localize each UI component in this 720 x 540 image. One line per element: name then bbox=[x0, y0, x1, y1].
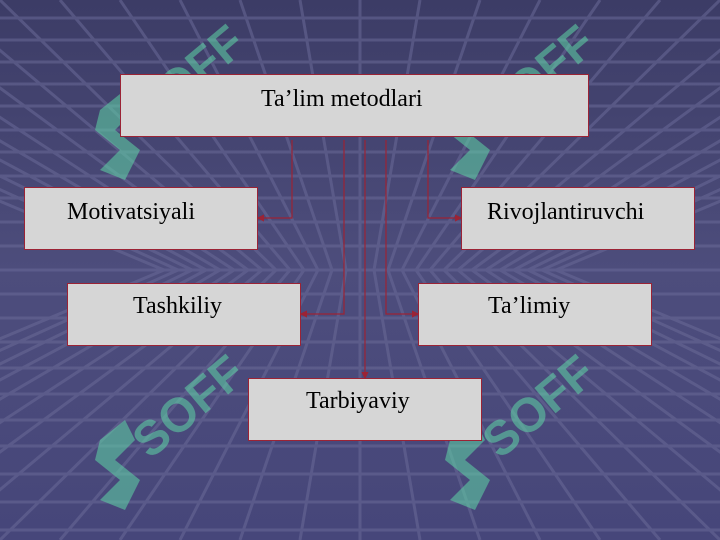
connector-to-motivatsiyali bbox=[256, 140, 293, 222]
node-label-tarbiyaviy: Tarbiyaviy bbox=[306, 388, 410, 414]
connector-to-tashkiliy bbox=[299, 140, 345, 318]
node-label-talimiy: Ta’limiy bbox=[488, 293, 571, 319]
node-motivatsiyali: Motivatsiyali bbox=[24, 187, 258, 250]
node-tashkiliy: Tashkiliy bbox=[67, 283, 301, 346]
connector-to-talimiy bbox=[385, 140, 420, 318]
root-node: Ta’lim metodlari bbox=[120, 74, 589, 137]
node-tarbiyaviy: Tarbiyaviy bbox=[248, 378, 482, 441]
root-label: Ta’lim metodlari bbox=[261, 86, 423, 112]
node-rivojlantiruvchi: Rivojlantiruvchi bbox=[461, 187, 695, 250]
node-label-tashkiliy: Tashkiliy bbox=[133, 293, 222, 319]
node-label-rivojlantiruvchi: Rivojlantiruvchi bbox=[487, 199, 645, 225]
node-talimiy: Ta’limiy bbox=[418, 283, 652, 346]
connector-to-rivojlantiruvchi bbox=[427, 140, 463, 222]
node-label-motivatsiyali: Motivatsiyali bbox=[67, 199, 195, 225]
